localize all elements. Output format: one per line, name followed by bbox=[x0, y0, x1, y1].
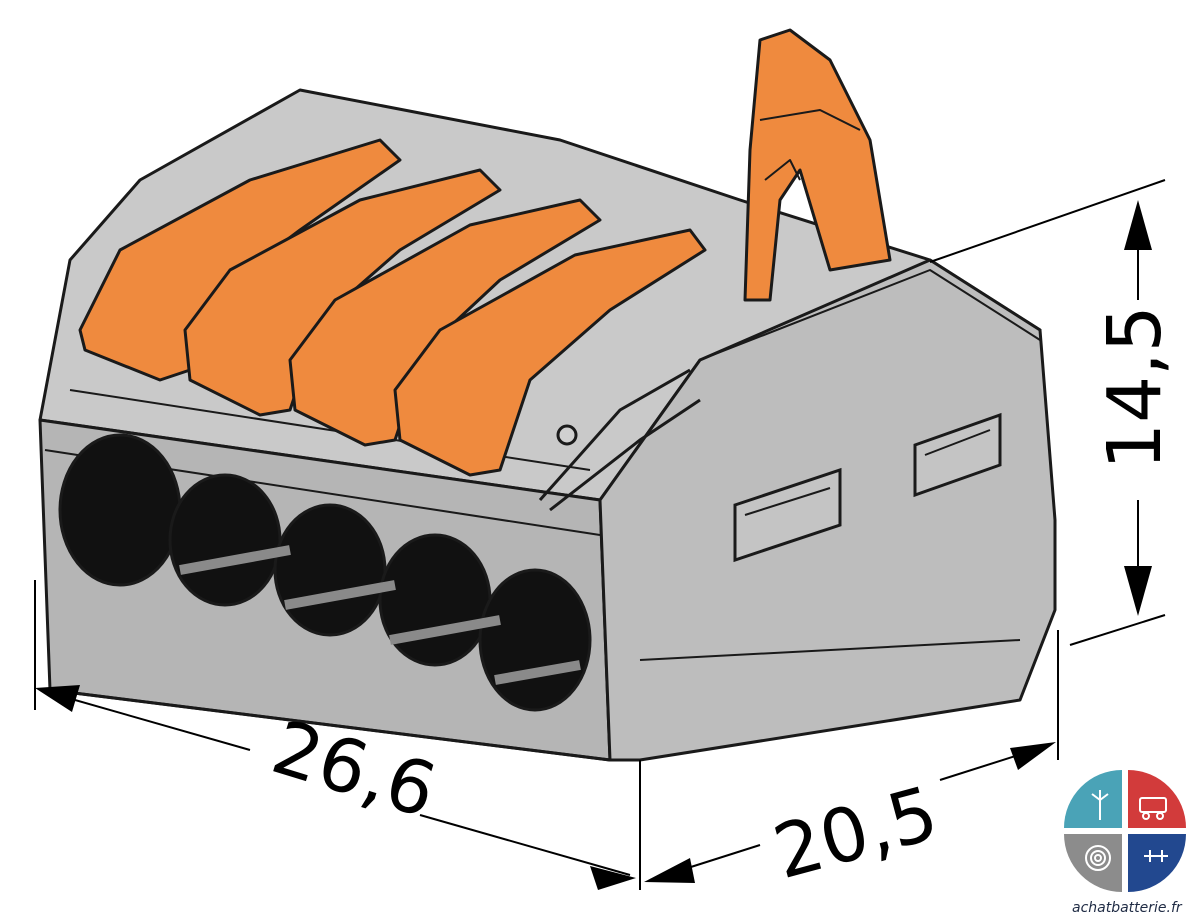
clip-detail bbox=[538, 368, 701, 512]
wire-ports bbox=[58, 433, 592, 712]
wire-port bbox=[168, 473, 282, 607]
vehicle-battery-icon bbox=[1139, 797, 1167, 820]
wire-port bbox=[378, 533, 492, 667]
logo-quadrant-teal bbox=[1064, 770, 1122, 828]
arrow-right-icon bbox=[1010, 742, 1056, 770]
width-dimension-label: 20,5 bbox=[765, 770, 946, 896]
logo-quadrant-navy bbox=[1128, 834, 1186, 892]
lever-1 bbox=[78, 138, 402, 382]
height-dimension-label: 14,5 bbox=[1092, 305, 1178, 470]
lever-2 bbox=[183, 168, 502, 417]
arrow-left-icon bbox=[35, 685, 80, 712]
coil-icon bbox=[1085, 845, 1111, 871]
wire-port bbox=[58, 433, 182, 587]
arrow-right-icon bbox=[590, 866, 636, 890]
brand-name: achatbatterie.fr bbox=[1072, 900, 1183, 916]
lever-3 bbox=[288, 198, 602, 447]
arrow-left-icon bbox=[644, 858, 695, 883]
drone-icon bbox=[1144, 850, 1168, 862]
lever-group bbox=[78, 28, 892, 477]
arrow-down-icon bbox=[1124, 566, 1152, 616]
wind-turbine-icon bbox=[1091, 790, 1109, 820]
housing-bottom-edge bbox=[49, 688, 640, 762]
arrowheads bbox=[35, 200, 1152, 890]
side-windows bbox=[733, 412, 1002, 563]
lever-4 bbox=[393, 228, 707, 477]
wire-port bbox=[273, 503, 387, 637]
arrow-up-icon bbox=[1124, 200, 1152, 250]
wire-port bbox=[478, 568, 592, 712]
brand-logo: achatbatterie.fr bbox=[1064, 770, 1186, 916]
lever-raised bbox=[743, 28, 892, 302]
